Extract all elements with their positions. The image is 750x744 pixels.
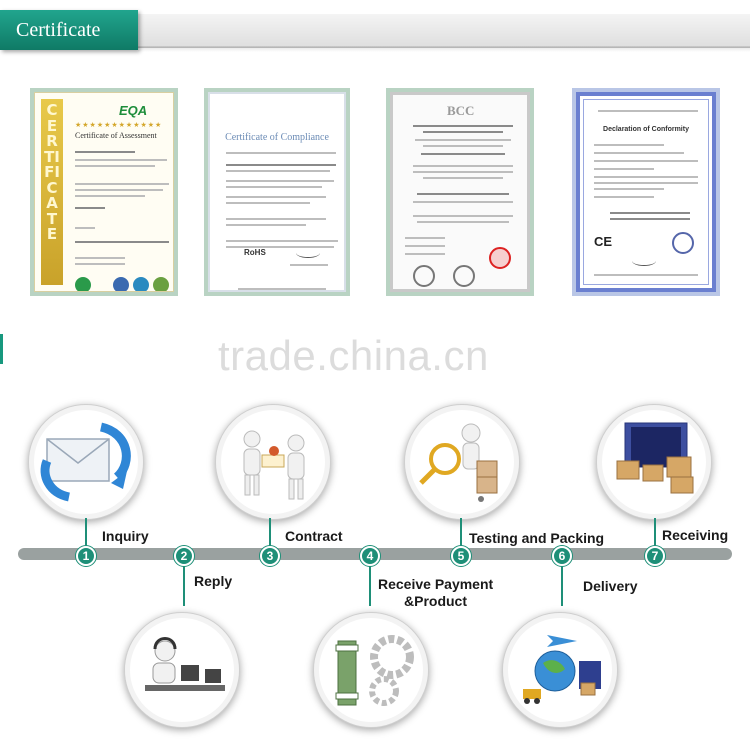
stars-row: ★★★★★★★★★★★★ xyxy=(75,122,163,129)
step-1-marker: 1 xyxy=(76,546,96,566)
step-6-label: Delivery xyxy=(583,578,638,594)
certificate-document: BCC xyxy=(390,92,530,292)
stamp-icon xyxy=(672,232,694,254)
section-title: Certificate xyxy=(16,19,101,41)
step-4-label: Receive Payment &Product xyxy=(378,576,493,610)
badge-icon xyxy=(153,277,169,291)
step-4-marker: 4 xyxy=(360,546,380,566)
rohs-mark: RoHS xyxy=(244,248,266,257)
signature-icon xyxy=(632,256,656,266)
step-4-label-line1: Receive Payment xyxy=(378,576,494,592)
signature-icon xyxy=(296,248,320,258)
step-3-label: Contract xyxy=(285,528,343,544)
badge-icon xyxy=(113,277,129,291)
step-1-label: Inquiry xyxy=(102,528,149,544)
certificate-title: Declaration of Conformity xyxy=(603,126,689,133)
step-5-label: Testing and Packing xyxy=(469,530,605,546)
badge-icon xyxy=(75,277,91,291)
delivery-picture xyxy=(502,612,618,728)
step-7-label: Receiving xyxy=(662,527,729,543)
bcc-logo: BCC xyxy=(447,103,475,118)
stamp-icon xyxy=(453,265,475,287)
section-title-tab: Certificate xyxy=(0,10,138,50)
eqa-logo: EQA xyxy=(119,103,148,118)
side-marker xyxy=(0,334,3,364)
certificate-vertical-text: CERTIFICATE xyxy=(44,101,60,243)
step-4-label-line2: &Product xyxy=(404,593,467,609)
step-7-marker: 7 xyxy=(645,546,665,566)
certificate-document: Certificate of Compliance RoHS xyxy=(208,92,346,292)
ce-mark: CE xyxy=(594,234,613,249)
stamp-icon xyxy=(489,247,511,269)
testing-packing-picture xyxy=(404,404,520,520)
certificate-assessment[interactable]: CERTIFICATE EQA ★★★★★★★★★★★★ Certificate… xyxy=(30,88,178,296)
certificate-conformity[interactable]: Declaration of Conformity CE xyxy=(572,88,720,296)
certificate-document: Declaration of Conformity CE xyxy=(576,92,716,292)
header-shadow xyxy=(138,46,750,52)
step-2-marker: 2 xyxy=(174,546,194,566)
certificate-title: Certificate of Compliance xyxy=(225,132,329,143)
stamp-icon xyxy=(413,265,435,287)
step-2-label: Reply xyxy=(194,573,233,589)
inquiry-picture xyxy=(28,404,144,520)
receiving-picture xyxy=(596,404,712,520)
certificate-compliance[interactable]: Certificate of Compliance RoHS xyxy=(204,88,350,296)
step-5-marker: 5 xyxy=(451,546,471,566)
step-3-marker: 3 xyxy=(260,546,280,566)
certificate-side-band xyxy=(41,99,63,285)
badge-icon xyxy=(133,277,149,291)
certificate-document: CERTIFICATE EQA ★★★★★★★★★★★★ Certificate… xyxy=(34,92,174,292)
reply-picture xyxy=(124,612,240,728)
watermark: trade.china.cn xyxy=(218,332,489,379)
certificate-title: Certificate of Assessment xyxy=(75,131,157,140)
certificate-quality-management[interactable]: BCC xyxy=(386,88,534,296)
receive-payment-picture xyxy=(313,612,429,728)
contract-picture xyxy=(215,404,331,520)
step-6-marker: 6 xyxy=(552,546,572,566)
